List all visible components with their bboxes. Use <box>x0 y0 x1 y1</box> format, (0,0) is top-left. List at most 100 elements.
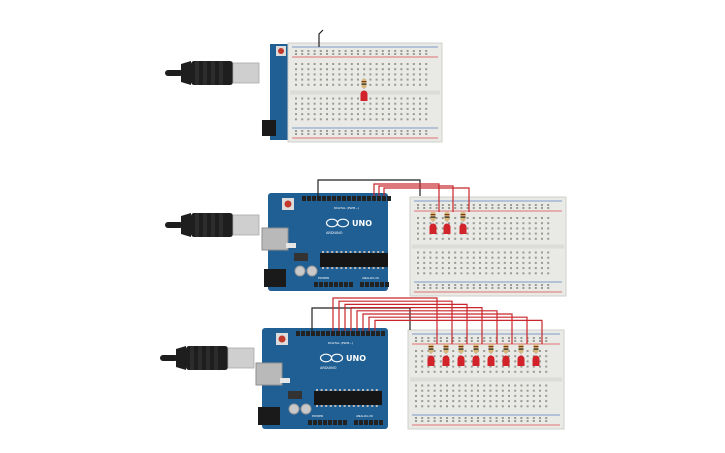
led-3[interactable] <box>459 212 467 234</box>
hole <box>545 355 548 358</box>
wire-red[interactable] <box>362 313 513 344</box>
hole <box>326 97 328 100</box>
wire-red[interactable] <box>350 307 483 344</box>
hole <box>495 365 498 368</box>
header-pin <box>328 420 332 425</box>
led-1[interactable] <box>360 79 368 101</box>
hole <box>479 227 481 230</box>
hole <box>295 83 297 86</box>
wire-red[interactable] <box>374 319 543 344</box>
hole <box>528 207 531 209</box>
hole <box>452 355 455 358</box>
led-7[interactable] <box>517 344 525 366</box>
hole <box>454 207 457 209</box>
hole <box>458 405 461 408</box>
hole <box>446 340 448 342</box>
chip-pin <box>371 405 374 407</box>
hole <box>485 267 488 270</box>
hole <box>497 284 500 286</box>
hole <box>375 113 378 116</box>
usb-cable[interactable] <box>165 213 260 237</box>
resistor-band <box>428 346 434 348</box>
wire-red[interactable] <box>383 187 470 212</box>
hole <box>295 118 297 121</box>
hole <box>489 417 492 419</box>
chip-pin <box>320 405 323 407</box>
hole <box>460 287 463 289</box>
hole <box>419 97 421 100</box>
hole <box>539 405 541 408</box>
chip-pin <box>368 267 370 269</box>
hole <box>313 107 316 110</box>
usb-cable[interactable] <box>160 346 255 370</box>
led-8[interactable] <box>532 344 540 366</box>
chip-pin <box>340 251 343 253</box>
breadboard[interactable] <box>409 196 567 297</box>
header-pin <box>366 331 370 336</box>
led-2[interactable] <box>442 344 450 366</box>
led-1[interactable] <box>427 344 435 366</box>
hole <box>369 130 372 132</box>
hole <box>350 113 353 116</box>
wire-red[interactable] <box>378 185 454 212</box>
usb-cable[interactable] <box>165 61 260 85</box>
circuit-1[interactable] <box>165 29 443 143</box>
wire-black[interactable] <box>311 307 411 331</box>
wire-black[interactable] <box>318 29 324 47</box>
hole <box>514 340 517 342</box>
header-pin <box>338 420 342 425</box>
header-pin <box>379 420 383 425</box>
wire-red[interactable] <box>338 300 453 344</box>
hole <box>357 53 359 55</box>
hole <box>415 365 417 368</box>
hole <box>508 417 510 419</box>
hole <box>466 251 469 254</box>
led-2[interactable] <box>443 212 451 234</box>
hole <box>483 400 486 403</box>
hole <box>470 420 473 422</box>
led-1[interactable] <box>429 212 437 234</box>
hole <box>338 133 341 135</box>
hole <box>301 97 304 100</box>
hole <box>526 389 529 392</box>
hole <box>522 217 525 219</box>
hole <box>448 261 450 264</box>
resistor-band <box>428 348 434 350</box>
hole <box>441 284 444 286</box>
led-body <box>429 223 437 234</box>
led-6[interactable] <box>502 344 510 366</box>
header-pin <box>319 282 323 287</box>
led-5[interactable] <box>487 344 495 366</box>
hole <box>332 133 335 135</box>
hole <box>545 417 548 419</box>
hole <box>357 50 359 52</box>
hole <box>485 232 488 235</box>
hole <box>526 394 529 397</box>
wire-red[interactable] <box>373 183 440 212</box>
hole <box>344 83 347 86</box>
hole <box>508 405 510 408</box>
led-3[interactable] <box>457 344 465 366</box>
led-4[interactable] <box>472 344 480 366</box>
header-pin <box>318 420 322 425</box>
hole <box>485 227 488 230</box>
header-pin <box>313 420 317 425</box>
wire-red[interactable] <box>356 310 498 344</box>
chip-pin <box>375 405 378 407</box>
hole <box>423 256 426 259</box>
hole <box>319 78 322 81</box>
hole <box>429 272 432 275</box>
hole <box>394 53 397 55</box>
wire-red[interactable] <box>344 303 468 344</box>
hole <box>472 284 475 286</box>
hole <box>514 400 517 403</box>
hole <box>501 394 504 397</box>
wire-red[interactable] <box>368 316 528 344</box>
hole <box>344 107 347 110</box>
hole <box>522 267 525 270</box>
